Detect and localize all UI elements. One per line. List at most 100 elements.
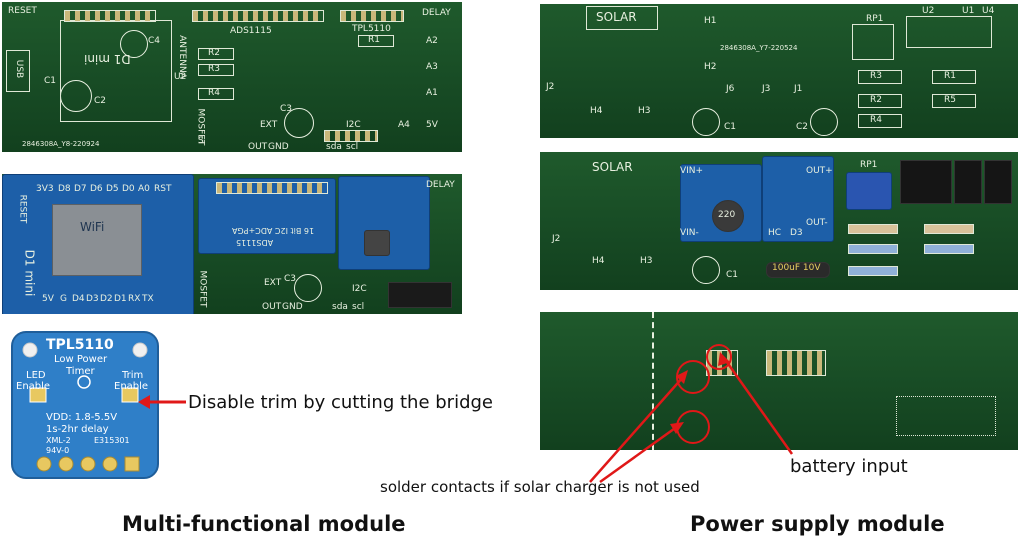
header-ads1115 xyxy=(192,10,324,22)
silk-j2-mid: J2 xyxy=(552,234,561,244)
silk-d3-mid: D3 xyxy=(790,228,803,238)
tpl-vdd: VDD: 1.8-5.5V xyxy=(46,412,118,423)
silk-j2: J2 xyxy=(546,82,555,92)
resistor-row-3 xyxy=(848,244,898,254)
resistor-r3-right xyxy=(858,70,902,84)
capacitor-c3 xyxy=(284,108,314,138)
resistor-r2 xyxy=(198,48,234,60)
ic-u4 xyxy=(984,160,1012,204)
pcb-power-populated: SOLAR J2 H4 H3 C1 VIN+ VIN- 220 OUT+ OUT… xyxy=(540,152,1018,290)
silk-h3-mid: H3 xyxy=(640,256,653,266)
resistor-row-5 xyxy=(848,266,898,276)
silk-c2: C2 xyxy=(94,96,107,106)
silk-ads1115: ADS1115 xyxy=(230,26,272,36)
silk-vin-plus: VIN+ xyxy=(680,166,704,176)
silk-j6: J6 xyxy=(726,84,735,94)
silk-scl-mid: scl xyxy=(352,302,365,312)
silk-out: OUT xyxy=(248,142,268,152)
silk-a0: A0 xyxy=(138,184,150,194)
silk-vin-minus: VIN- xyxy=(680,228,699,238)
silk-r4: R4 xyxy=(208,88,220,98)
pin-header-black xyxy=(388,282,452,308)
silk-3v3: 3V3 xyxy=(36,184,54,194)
usb-outline xyxy=(6,50,30,92)
ic-u1 xyxy=(954,160,982,204)
silk-scl: scl xyxy=(346,142,359,152)
resistor-r4 xyxy=(198,88,234,100)
battery-annotation: battery input xyxy=(790,456,908,477)
ic-socket-outline xyxy=(906,16,992,48)
silk-d2: D2 xyxy=(100,294,113,304)
silk-a3: A3 xyxy=(426,62,438,72)
silk-c2-right: C2 xyxy=(796,122,809,132)
tpl-e-code: E315301 xyxy=(94,436,130,445)
silk-g: G xyxy=(60,294,67,304)
silk-a2: A2 xyxy=(426,36,438,46)
capacitor-c1-right xyxy=(692,108,720,136)
silk-out-minus: OUT- xyxy=(806,218,828,228)
silk-100uf: 100uF 10V xyxy=(772,263,821,273)
silk-delay-mid: DELAY xyxy=(426,180,455,190)
solder-annotation: solder contacts if solar charger is not … xyxy=(380,478,700,496)
silk-r3-right: R3 xyxy=(870,71,882,81)
dashed-divider xyxy=(652,312,654,450)
silk-rp1-mid: RP1 xyxy=(860,160,878,170)
silk-h3: H3 xyxy=(638,106,651,116)
battery-input-ring xyxy=(706,344,732,370)
silk-delay: DELAY xyxy=(422,8,451,18)
silk-u4-right: U4 xyxy=(982,6,995,16)
silk-rx: RX xyxy=(128,294,141,304)
silk-solar-mid: SOLAR xyxy=(592,160,633,174)
silk-d5: D5 xyxy=(106,184,119,194)
silk-d8: D8 xyxy=(58,184,71,194)
silk-d6: D6 xyxy=(90,184,103,194)
ic-u2 xyxy=(900,160,952,204)
silk-220: 220 xyxy=(718,210,736,220)
capacitor-c1-mid xyxy=(692,256,720,284)
tpl-title: TPL5110 xyxy=(46,337,114,353)
pcb-multifunctional-populated: WiFi 3V3 D8 D7 D6 D5 D0 A0 RST RESET D1 … xyxy=(2,174,462,314)
resistor-r2-right xyxy=(858,94,902,108)
silk-u2-right: U2 xyxy=(922,6,935,16)
silk-r1-right: R1 xyxy=(944,71,956,81)
silk-d1-mini-mid: D1 mini xyxy=(22,249,37,297)
silk-solar: SOLAR xyxy=(596,10,637,24)
header-top-left xyxy=(64,10,156,22)
caption-power-supply: Power supply module xyxy=(690,512,945,536)
silk-tpl5110: TPL5110 xyxy=(352,24,391,34)
silk-s: S xyxy=(198,136,204,146)
silk-mosfet-mid: MOSFET xyxy=(197,270,208,308)
silk-board-id-left: 2846308A_Y8-220924 xyxy=(22,140,100,148)
annotation-arrows xyxy=(589,352,794,484)
silk-c1-right: C1 xyxy=(724,122,737,132)
silk-reset-mid: RESET xyxy=(17,194,28,224)
resistor-r4-right xyxy=(858,114,902,128)
tpl-timer: Timer xyxy=(66,366,95,377)
trim-arrow xyxy=(138,395,186,409)
silk-h4: H4 xyxy=(590,106,603,116)
pcb-power-bare: SOLAR H1 H2 J2 H4 H3 J6 J3 J1 C1 C2 RP1 … xyxy=(540,4,1018,138)
tpl-xml: XML-2 xyxy=(46,436,71,445)
resistor-r5-right xyxy=(932,94,976,108)
header-tpl5110 xyxy=(340,10,404,22)
tpl5110-breakout-board xyxy=(11,331,159,479)
silk-c3: C3 xyxy=(280,104,293,114)
silk-out-plus: OUT+ xyxy=(806,166,833,176)
silk-tx: TX xyxy=(142,294,154,304)
tpl-trim-enable: Enable xyxy=(114,381,149,392)
silk-a1: A1 xyxy=(426,88,438,98)
boost-converter-module xyxy=(762,156,834,242)
silk-r5-right: R5 xyxy=(944,95,956,105)
tpl-low-power: Low Power xyxy=(54,354,108,365)
silk-d4: D4 xyxy=(72,294,85,304)
silk-sda: sda xyxy=(326,142,342,152)
silk-h2: H2 xyxy=(704,62,717,72)
caption-multifunctional: Multi-functional module xyxy=(122,512,406,536)
ads1115-pins xyxy=(216,182,328,194)
silk-adc-pga: 16 Bit I2C ADC+PGA xyxy=(232,226,315,235)
silk-c3-mid: C3 xyxy=(284,274,297,284)
silk-u1-right: U1 xyxy=(962,6,975,16)
silk-rp1: RP1 xyxy=(866,14,884,24)
silk-hc: HC xyxy=(768,228,782,238)
capacitor-c4 xyxy=(120,30,148,58)
